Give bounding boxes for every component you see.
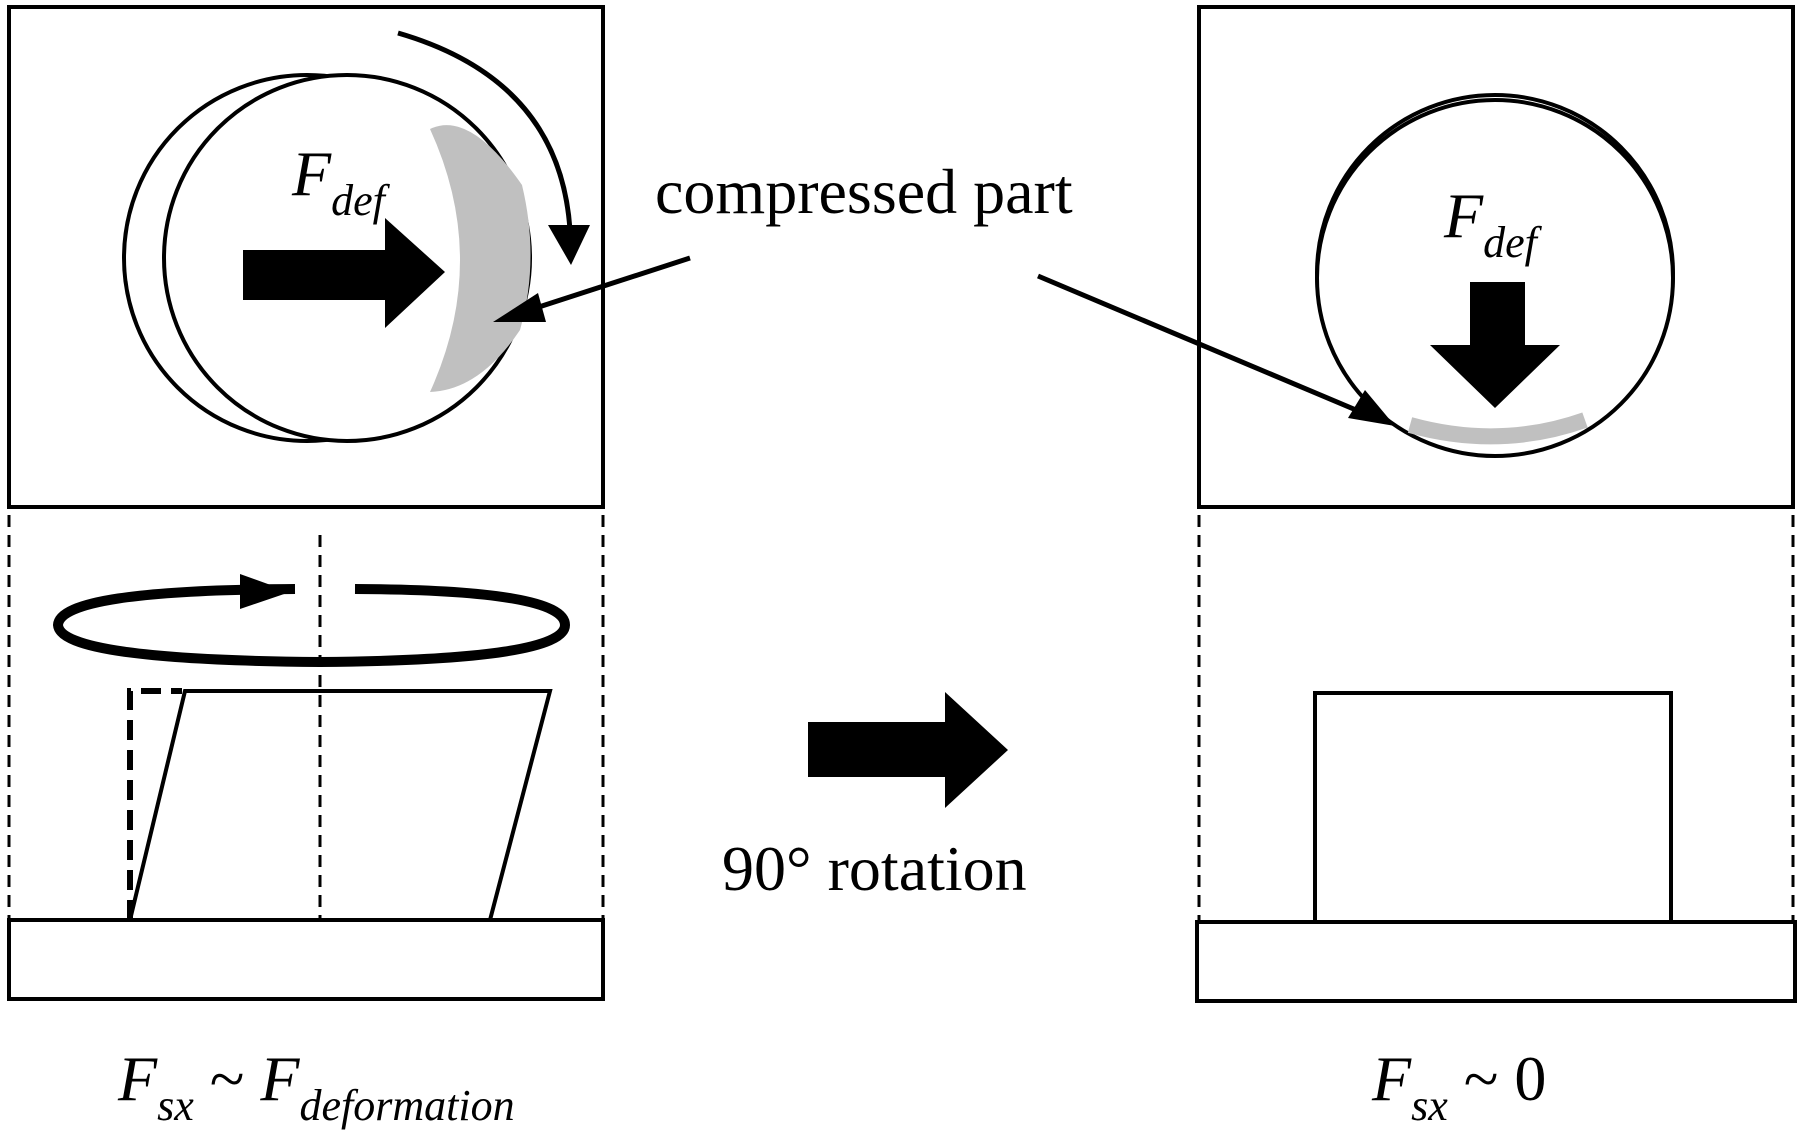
left-rotation-arrow xyxy=(397,30,573,231)
compressed-pointer-right-head xyxy=(1348,390,1395,426)
right-shifted-circle xyxy=(1315,98,1675,458)
left-rotation-arrowhead xyxy=(548,225,590,265)
left-twist-ring xyxy=(52,584,571,668)
right-compressed-part xyxy=(1407,412,1588,445)
left-top-frame xyxy=(7,5,605,509)
right-force-label: Fdef xyxy=(1443,180,1543,267)
left-twist-arrowhead xyxy=(240,574,290,609)
right-force-arrow xyxy=(1430,282,1560,408)
left-top-panel: Fdef xyxy=(7,5,605,509)
left-bottom-panel xyxy=(7,515,605,1001)
compressed-pointer-left-head xyxy=(493,293,546,322)
left-force-arrow xyxy=(243,218,445,328)
left-base-plate xyxy=(7,918,605,1001)
left-formula: Fsx ~ Fdeformation xyxy=(117,1043,515,1130)
compressed-pointer-right xyxy=(1037,273,1376,421)
left-compressed-part xyxy=(430,125,531,392)
right-top-panel: Fdef xyxy=(1197,5,1795,509)
compressed-part-label: compressed part xyxy=(655,156,1073,227)
center-annotations: compressed part 90° rotation xyxy=(493,156,1395,904)
rotation-label: 90° rotation xyxy=(722,833,1027,904)
right-base-plate xyxy=(1195,920,1797,1003)
right-formula: Fsx ~ 0 xyxy=(1371,1043,1546,1130)
rotation-transition-arrow xyxy=(808,692,1008,808)
left-original-block-dashed xyxy=(127,688,182,920)
left-sheared-block xyxy=(127,689,553,922)
right-bottom-panel xyxy=(1195,515,1797,1003)
right-top-frame xyxy=(1197,5,1795,509)
left-force-label: Fdef xyxy=(291,138,391,225)
right-block xyxy=(1313,691,1673,924)
